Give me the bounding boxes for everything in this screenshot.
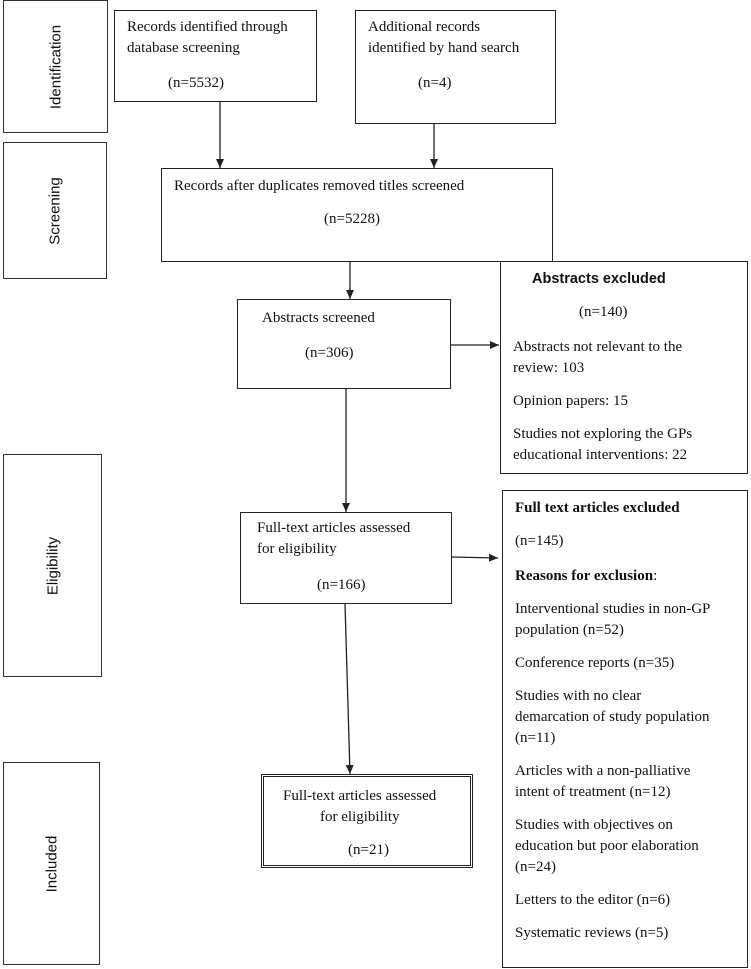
reasons-colon: : [653,568,658,584]
included-line1: Full-text articles assessed [283,788,437,804]
fulltext-excluded-reason-5c: (n=24) [515,859,556,875]
stage-included: Included [3,762,100,965]
arrow-fulltext-to-excluded [451,553,499,562]
fulltext-assessed-box: Full-text articles assessed for eligibil… [240,512,452,604]
fulltext-excluded-reason-5b: education but poor elaboration [515,838,699,854]
fulltext-excluded-reasons-heading: Reasons for exclusion: [515,566,657,586]
abstracts-screened-count: (n=306) [305,345,354,361]
dedup-line1: Records after duplicates removed titles … [174,178,465,194]
fulltext-excluded-reason-6: Letters to the editor (n=6) [515,892,671,908]
abstracts-excluded-reason-3a: Studies not exploring the GPs [513,426,693,442]
stage-eligibility: Eligibility [3,454,102,677]
database-records-line2: database screening [127,40,240,56]
abstracts-screened-line1: Abstracts screened [262,310,375,326]
database-records-line1: Records identified through [127,19,288,35]
fulltext-assessed-line1: Full-text articles assessed [257,520,411,536]
hand-search-records-box: Additional records identified by hand se… [355,10,556,124]
fulltext-assessed-line2: for eligibility [257,541,337,557]
fulltext-excluded-reason-7: Systematic reviews (n=5) [515,925,669,941]
fulltext-excluded-reason-5a: Studies with objectives on [515,817,673,833]
fulltext-excluded-reason-4a: Articles with a non-palliative [515,763,691,779]
abstracts-excluded-reason-1a: Abstracts not relevant to the [513,339,683,355]
database-records-box: Records identified through database scre… [114,10,317,102]
database-records-count: (n=5532) [168,75,224,91]
included-count: (n=21) [348,842,389,858]
abstracts-excluded-title: Abstracts excluded [532,271,666,287]
hand-search-line1: Additional records [368,19,481,35]
hand-search-line2: identified by hand search [368,40,520,56]
dedup-records-box: Records after duplicates removed titles … [161,168,553,262]
hand-search-count: (n=4) [418,75,452,91]
fulltext-excluded-reason-4b: intent of treatment (n=12) [515,784,671,800]
stage-identification: Identification [3,0,108,133]
fulltext-excluded-box: Full text articles excluded (n=145) Reas… [502,490,748,968]
fulltext-excluded-reason-3c: (n=11) [515,730,556,746]
fulltext-excluded-reason-3a: Studies with no clear [515,688,642,704]
arrow-fulltext-to-included [344,603,354,775]
abstracts-screened-box: Abstracts screened (n=306) [237,299,451,389]
reasons-label: Reasons for exclusion [515,568,654,584]
dedup-count: (n=5228) [324,211,380,227]
included-studies-box: Full-text articles assessed for eligibil… [261,774,473,868]
fulltext-excluded-reason-2: Conference reports (n=35) [515,655,675,671]
stage-screening: Screening [3,142,107,279]
fulltext-excluded-reason-1a: Interventional studies in non-GP [515,601,711,617]
abstracts-excluded-box: Abstracts excluded (n=140) Abstracts not… [500,261,748,474]
abstracts-excluded-reason-2: Opinion papers: 15 [513,393,628,409]
abstracts-excluded-reason-1b: review: 103 [513,360,585,376]
included-line2: for eligibility [320,809,400,825]
fulltext-excluded-title: Full text articles excluded [515,500,680,516]
fulltext-excluded-count: (n=145) [515,533,564,549]
fulltext-excluded-reason-1b: population (n=52) [515,622,624,638]
abstracts-excluded-reason-3b: educational interventions: 22 [513,447,688,463]
fulltext-assessed-count: (n=166) [317,577,366,593]
fulltext-excluded-reason-3b: demarcation of study population [515,709,710,725]
abstracts-excluded-count: (n=140) [579,304,628,320]
